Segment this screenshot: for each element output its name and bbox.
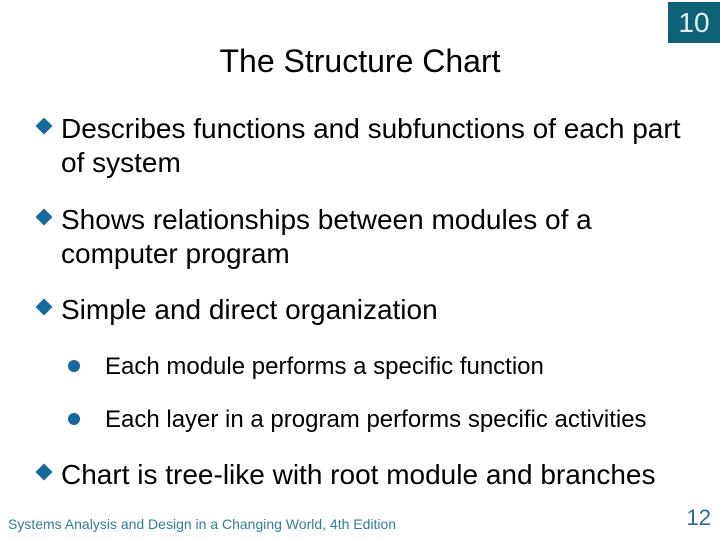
diamond-bullet-icon [36, 112, 53, 146]
diamond-bullet-icon [36, 458, 53, 492]
bullet-text: Chart is tree-like with root module and … [61, 459, 656, 490]
bullet-text: Simple and direct organization [61, 294, 438, 325]
sub-bullet-text: Each layer in a program performs specifi… [105, 406, 647, 433]
sub-bullet-item: Each module performs a specific function [68, 352, 700, 381]
bullet-item: Describes functions and subfunctions of … [36, 112, 684, 180]
bullet-item: Shows relationships between modules of a… [36, 203, 684, 271]
dot-bullet-icon [68, 405, 80, 434]
page-title: The Structure Chart [219, 43, 501, 79]
bullet-item: Chart is tree-like with root module and … [36, 458, 684, 492]
dot-bullet-icon [68, 352, 80, 381]
sub-bullet-text: Each module performs a specific function [105, 353, 544, 380]
sub-bullet-item: Each layer in a program performs specifi… [68, 405, 700, 434]
diamond-bullet-icon [36, 293, 53, 327]
bullet-text: Describes functions and subfunctions of … [61, 113, 681, 178]
page-number: 12 [686, 505, 711, 530]
bullet-text: Shows relationships between modules of a… [61, 204, 592, 269]
bullet-item: Simple and direct organization [36, 293, 684, 327]
diamond-bullet-icon [36, 203, 53, 237]
slide-number-badge: 10 [668, 2, 720, 43]
footer-text: Systems Analysis and Design in a Changin… [8, 516, 397, 532]
